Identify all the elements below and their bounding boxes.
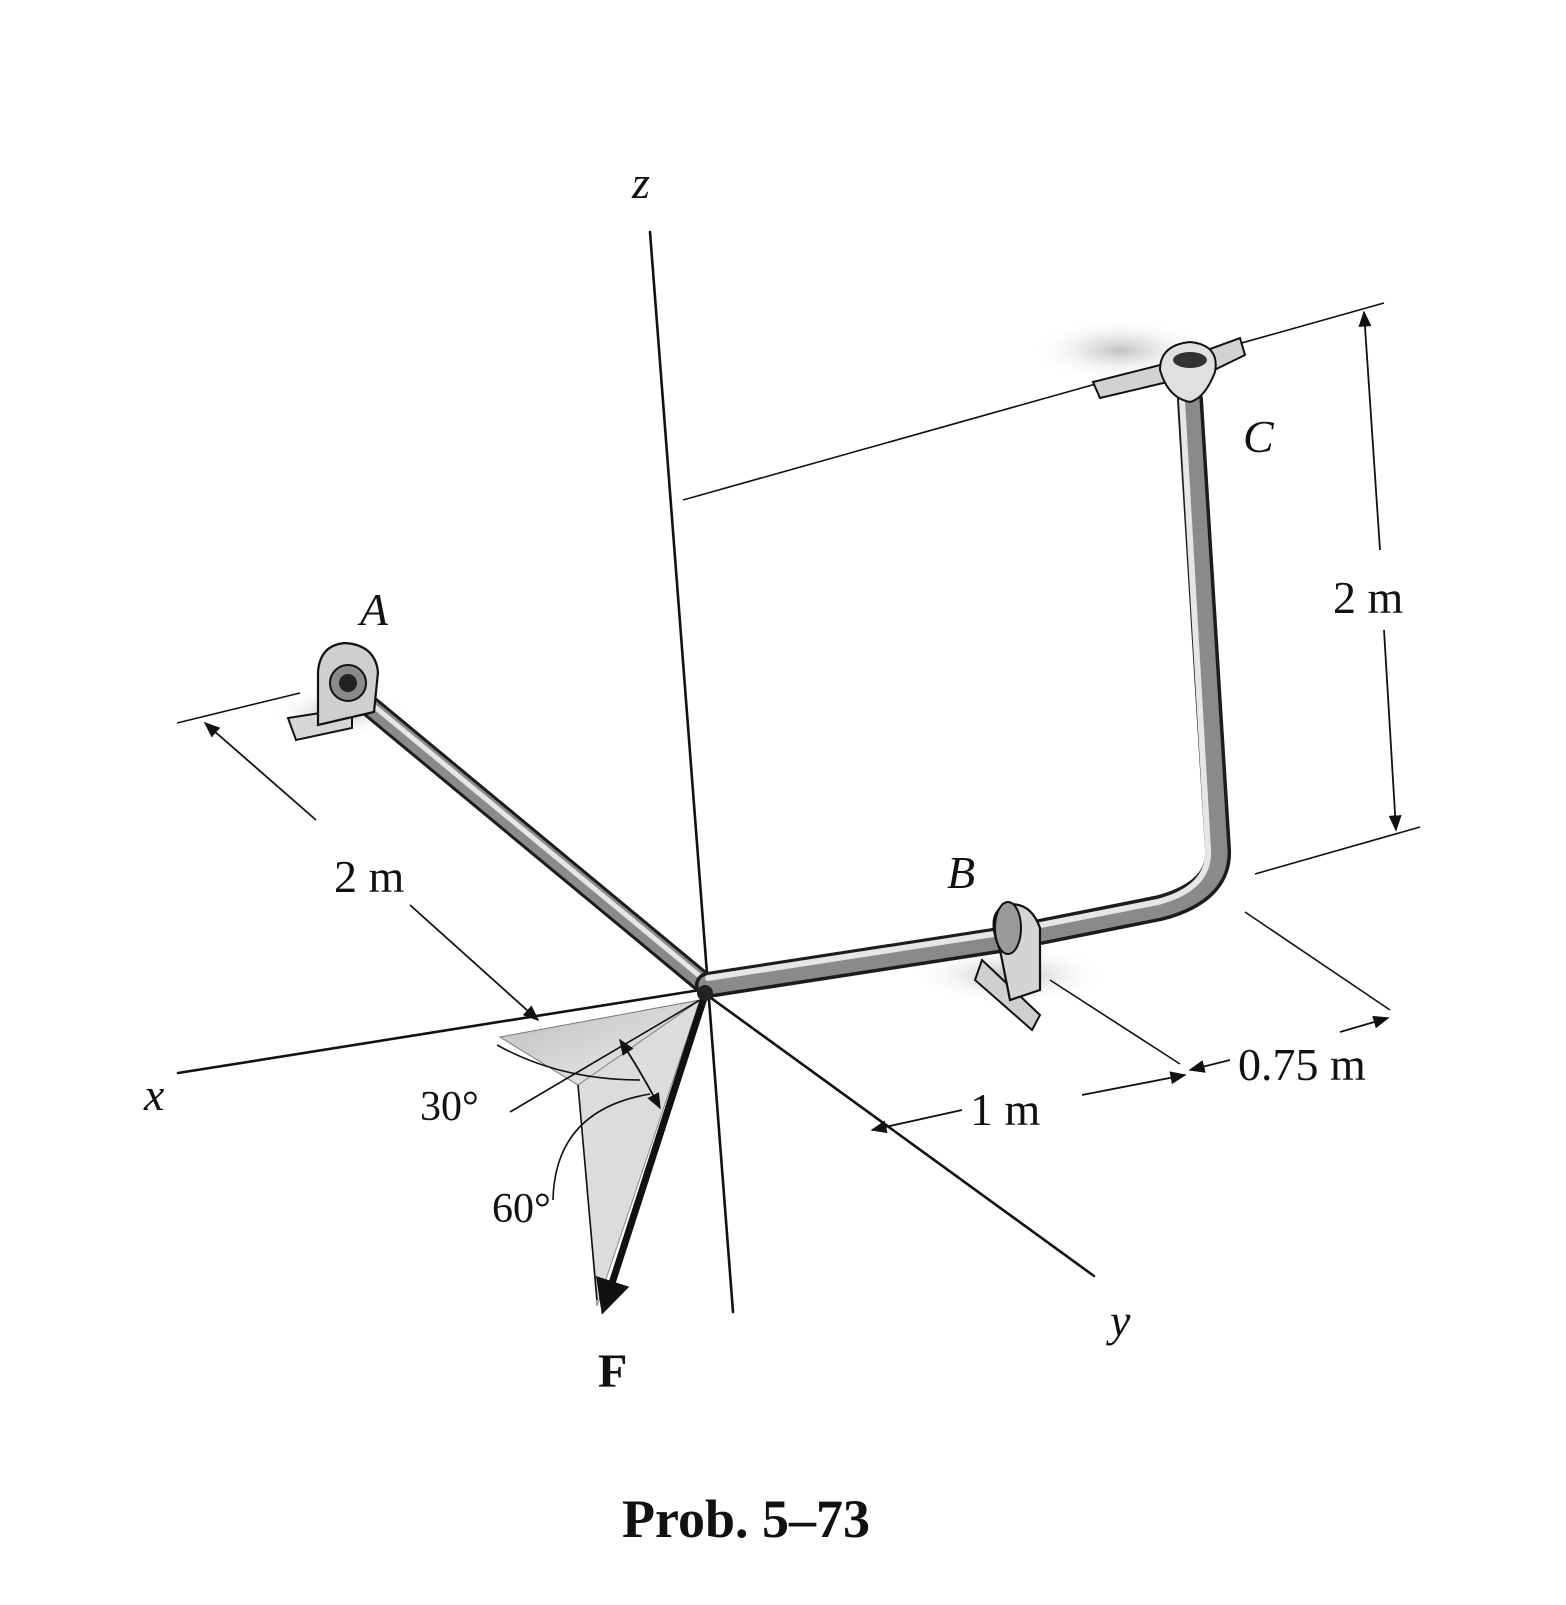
dim-line-vert-lower — [1383, 629, 1402, 832]
support-c — [1091, 336, 1247, 404]
dim-line-1m-right — [1081, 1071, 1187, 1096]
angle-label-60: 60° — [492, 1186, 551, 1232]
point-label-c: C — [1243, 411, 1275, 462]
pipe-obc — [695, 387, 1231, 998]
construction-line-base — [1254, 826, 1421, 875]
support-b — [973, 901, 1042, 1032]
extension-line-b — [1049, 979, 1181, 1065]
force-projection-line — [509, 999, 701, 1113]
dim-line-075-right — [1339, 1015, 1390, 1033]
dim-label-075: 0.75 m — [1238, 1039, 1366, 1090]
dim-line-oa-lower — [409, 904, 540, 1022]
point-label-a: A — [357, 584, 389, 635]
z-axis — [648, 230, 735, 1314]
support-a — [286, 641, 380, 742]
dim-label-oa: 2 m — [334, 851, 405, 902]
axis-label-y: y — [1106, 1295, 1131, 1346]
arc-small-1 — [619, 1038, 661, 1110]
dim-line-vert-upper — [1358, 310, 1381, 551]
dim-label-1m: 1 m — [970, 1084, 1041, 1135]
force-label-f: F — [598, 1345, 627, 1398]
pipe-oa — [339, 679, 717, 996]
force-vertical-projection — [577, 1084, 598, 1301]
axis-label-z: z — [631, 157, 650, 208]
dim-label-vertical: 2 m — [1333, 572, 1404, 623]
force-f-arrow — [595, 996, 708, 1315]
construction-line-top — [682, 302, 1385, 501]
dim-line-oa-upper — [203, 721, 317, 821]
y-axis — [698, 988, 1096, 1278]
dim-line-075-left — [1188, 1059, 1231, 1073]
origin-joint — [697, 985, 713, 1001]
x-axis — [176, 988, 702, 1075]
extension-line-bend — [1244, 911, 1391, 1011]
angle-label-30: 30° — [420, 1084, 479, 1130]
figure-caption: Prob. 5–73 — [622, 1489, 870, 1549]
axis-label-x: x — [143, 1069, 165, 1120]
extension-line-a — [176, 692, 301, 724]
dim-line-1m-left — [870, 1109, 963, 1134]
point-label-b: B — [947, 847, 975, 898]
